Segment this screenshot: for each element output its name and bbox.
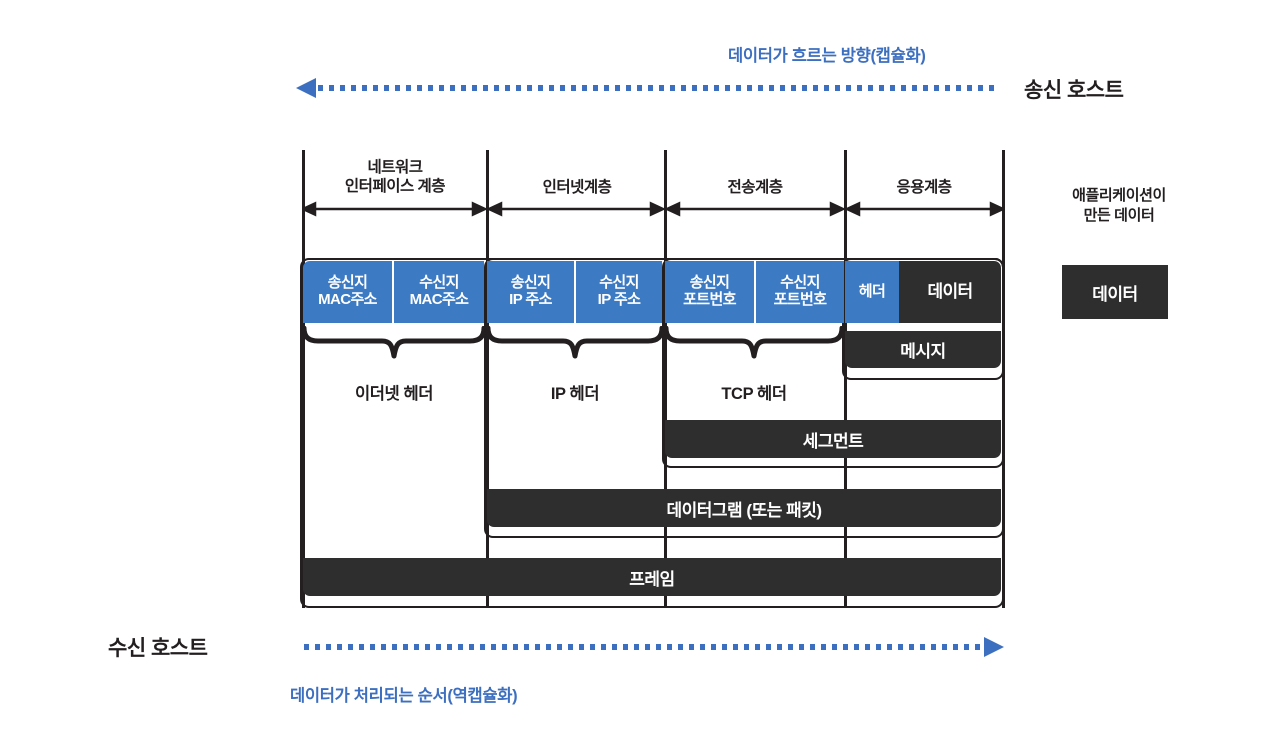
cell-app-data-line1: 데이터 [927,282,973,302]
cell-dest-ip: 수신지 IP 주소 [576,261,662,323]
cell-app-header: 헤더 [845,261,899,323]
cell-dest-mac: 수신지 MAC주소 [394,261,484,323]
cell-source-mac: 송신지 MAC주소 [303,261,392,323]
brace-ethernet-header [300,326,488,360]
layer-label-transport: 전송계층 [727,179,783,196]
brace-tcp-header [662,326,846,360]
cell-dest-mac-line1: 수신지 [419,274,459,292]
layer-label-network-interface-line2: 인터페이스 계층 [344,178,446,196]
pdu-bar-datagram: 데이터그램 (또는 패킷) [487,489,1001,527]
cell-source-port-line2: 포트번호 [683,291,736,308]
top-flow-arrow [296,78,996,98]
cell-dest-mac-line2: MAC주소 [409,291,469,308]
cell-source-ip-line2: IP 주소 [509,291,552,308]
cell-app-data: 데이터 [899,261,1001,323]
cell-dest-port: 수신지 포트번호 [756,261,844,323]
sending-host-label: 송신 호스트 [1024,79,1124,102]
header-name-ip: IP 헤더 [550,385,600,403]
cell-source-ip: 송신지 IP 주소 [487,261,574,323]
cell-source-mac-line1: 송신지 [327,274,368,292]
top-flow-label: 데이터가 흐르는 방향(캡슐화) [728,47,926,65]
brace-ip-header [484,326,666,360]
receiving-host-label: 수신 호스트 [108,637,208,660]
cell-app-header-line1: 헤더 [858,282,886,300]
cell-source-mac-line2: MAC주소 [318,291,377,308]
header-name-ethernet: 이더넷 헤더 [354,385,434,403]
application-data-box: 데이터 [1062,265,1168,319]
pdu-bar-segment: 세그먼트 [665,420,1001,458]
pdu-bar-frame: 프레임 [303,558,1001,596]
header-name-tcp: TCP 헤더 [721,385,787,403]
cell-dest-port-line1: 수신지 [780,274,820,292]
cell-dest-port-line2: 포트번호 [773,291,827,308]
layer-divider-internet-transport [664,150,667,608]
cell-dest-ip-line2: IP 주소 [597,291,641,308]
cell-source-port: 송신지 포트번호 [665,261,754,323]
layer-label-application: 응용계층 [896,179,952,196]
layer-divider-transport-application [844,150,847,608]
layer-span-arrows [299,200,1007,218]
layer-label-network-interface: 네트워크 인터페이스 계층 [305,158,485,197]
cell-dest-ip-line1: 수신지 [599,274,639,292]
layer-label-internet: 인터넷계층 [542,179,612,196]
layer-divider-network-internet [486,150,489,608]
cell-source-ip-line1: 송신지 [510,274,551,292]
layer-label-network-interface-line1: 네트워크 [367,159,423,176]
application-data-note-line1: 애플리케이션이 [1072,187,1166,204]
cell-source-port-line1: 송신지 [689,274,730,292]
bottom-flow-label: 데이터가 처리되는 순서(역캡슐화) [290,687,518,705]
pdu-bar-message: 메시지 [845,331,1001,368]
application-data-note: 애플리케이션이 만든 데이터 [1024,186,1214,227]
bottom-flow-arrow [304,637,1004,657]
layer-divider-left [302,150,305,608]
application-data-note-line2: 만든 데이터 [1083,207,1155,225]
